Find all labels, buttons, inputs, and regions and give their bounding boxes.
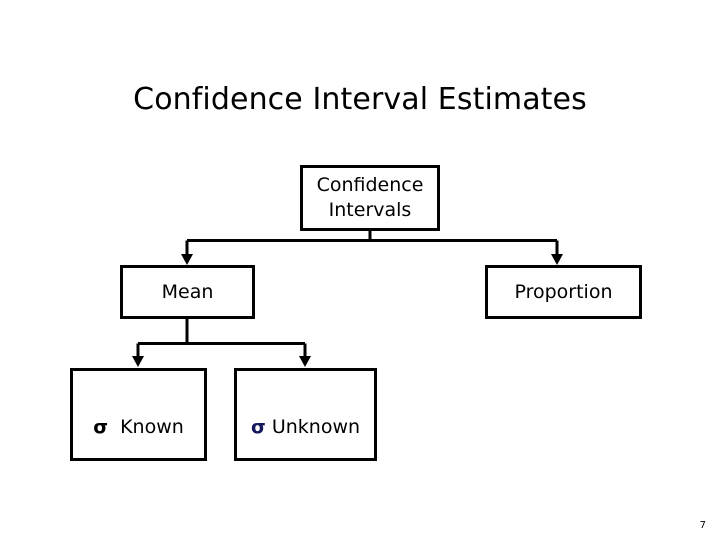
page-number: 7 [699, 520, 706, 531]
edge-ci-to-level1 [185, 231, 559, 256]
node-confidence-intervals[interactable]: Confidence Intervals [300, 165, 440, 231]
node-label-sigma-known: σ Known [93, 390, 184, 440]
node-label-confidence-intervals: Confidence Intervals [316, 174, 424, 221]
node-label-known-text: Known [120, 415, 184, 438]
arrowhead-to-sigma-known [132, 356, 144, 367]
node-label-mean: Mean [161, 280, 214, 303]
node-label-unknown-text: Unknown [271, 415, 361, 438]
edge-mean-to-level2 [136, 319, 307, 358]
node-sigma-known[interactable]: σ Known [70, 368, 207, 461]
sigma-icon: σ [250, 415, 266, 438]
arrowhead-to-proportion [551, 254, 563, 265]
node-label-sigma-unknown: σ Unknown [251, 390, 360, 440]
node-label-proportion: Proportion [514, 280, 613, 303]
node-mean[interactable]: Mean [120, 265, 255, 319]
node-proportion[interactable]: Proportion [485, 265, 642, 319]
arrowhead-to-sigma-unknown [299, 356, 311, 367]
page-title: Confidence Interval Estimates [133, 82, 587, 118]
arrowhead-to-mean [181, 254, 193, 265]
node-sigma-unknown[interactable]: σ Unknown [234, 368, 377, 461]
sigma-icon: σ [93, 415, 108, 438]
